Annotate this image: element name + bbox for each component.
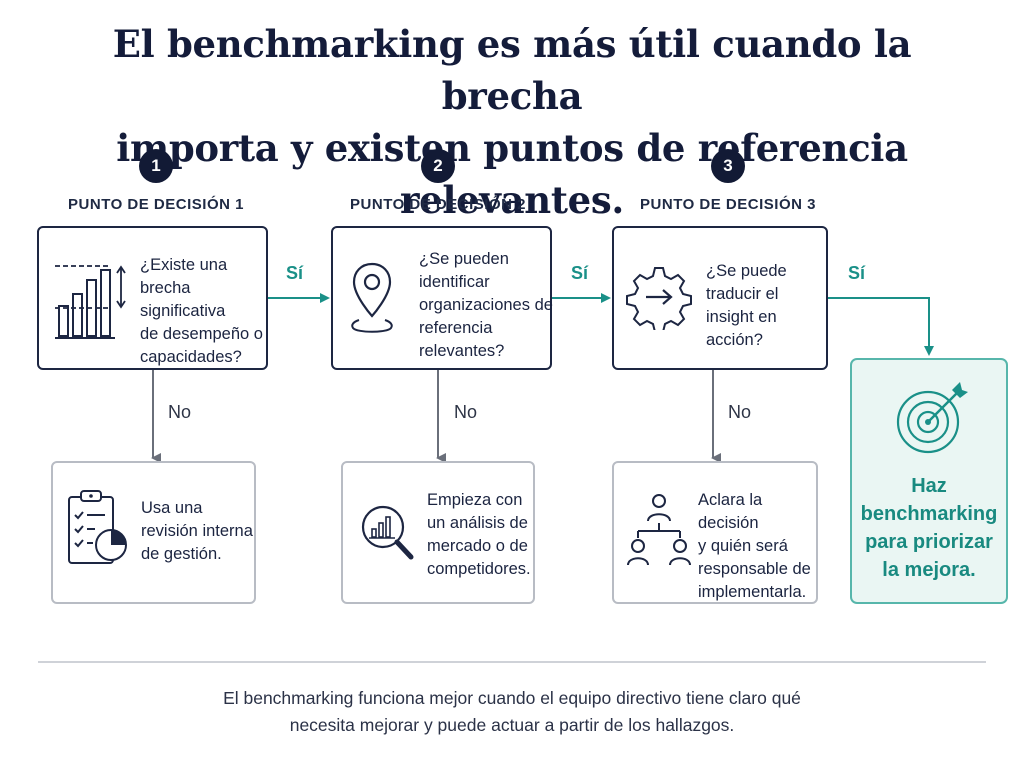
no-label-1: No [168, 402, 192, 422]
question-1: ¿Existe una brecha significativa de dese… [140, 256, 263, 366]
yes-label-3: Sí [848, 263, 866, 283]
final-outcome-box: Haz benchmarking para priorizar la mejor… [850, 358, 1008, 604]
step-3-number: 3 [711, 149, 745, 183]
footer-divider [38, 661, 986, 663]
step-2-label: PUNTO DE DECISIÓN 2 [350, 196, 526, 213]
question-3: ¿Se puede traducir el insight en acción? [706, 262, 787, 349]
org-chart-people-icon [627, 494, 691, 566]
no-label-2: No [454, 402, 478, 422]
yes-label-1: Sí [286, 263, 304, 283]
yes-label-2: Sí [571, 263, 589, 283]
step-3-label: PUNTO DE DECISIÓN 3 [640, 196, 816, 213]
no-outcome-1: Usa una revisión interna de gestión. [141, 499, 253, 563]
no-outcome-box-1: Usa una revisión interna de gestión. [51, 461, 256, 604]
gear-arrow-icon [626, 267, 692, 330]
no-outcome-2: Empieza con un análisis de mercado o de … [427, 491, 531, 578]
gap-bar-chart-icon [55, 265, 126, 339]
location-pin-icon [351, 262, 393, 333]
footer-line-1: El benchmarking funciona mejor cuando el… [223, 688, 801, 708]
target-arrow-icon [896, 382, 968, 454]
title-line-1: El benchmarking es más útil cuando la br… [112, 22, 912, 118]
no-outcome-box-3: Aclara la decisión y quién será responsa… [612, 461, 818, 604]
no-outcome-box-2: Empieza con un análisis de mercado o de … [341, 461, 535, 604]
footer-line-2: necesita mejorar y puede actuar a partir… [289, 715, 735, 735]
magnifier-chart-icon [361, 505, 414, 560]
decision-box-1: ¿Existe una brecha significativa de dese… [37, 226, 268, 370]
final-outcome-text: Haz benchmarking para priorizar la mejor… [860, 475, 998, 581]
step-1-number: 1 [139, 149, 173, 183]
step-2-number: 2 [421, 149, 455, 183]
footer-note: El benchmarking funciona mejor cuando el… [100, 685, 924, 739]
clipboard-checklist-pie-icon [68, 490, 127, 564]
no-label-3: No [728, 402, 752, 422]
step-1-label: PUNTO DE DECISIÓN 1 [68, 196, 244, 213]
decision-box-3: ¿Se puede traducir el insight en acción? [612, 226, 828, 370]
decision-box-2: ¿Se pueden identificar organizaciones de… [331, 226, 553, 370]
title-line-2: importa y existen puntos de referencia r… [116, 126, 908, 222]
yes-arrow-3 [828, 297, 934, 356]
no-outcome-3: Aclara la decisión y quién será responsa… [698, 491, 811, 601]
question-2: ¿Se pueden identificar organizaciones de… [419, 250, 553, 360]
page-title: El benchmarking es más útil cuando la br… [40, 18, 984, 226]
